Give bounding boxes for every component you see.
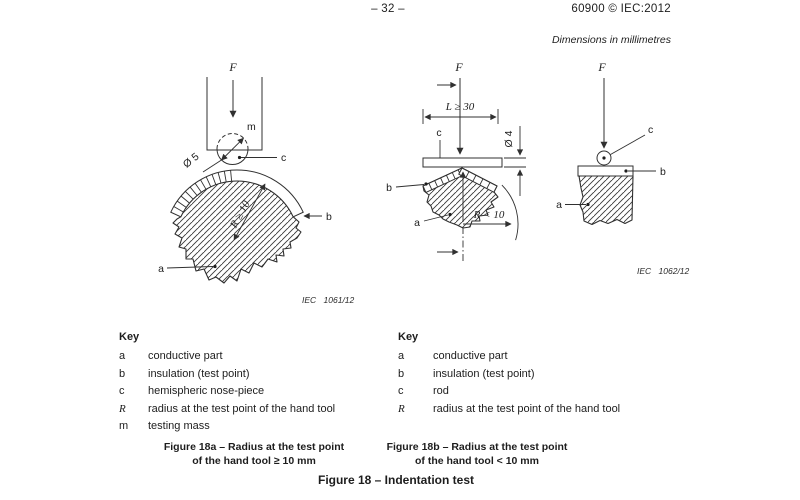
key-description: hemispheric nose-piece	[148, 385, 265, 398]
label-b: b	[386, 182, 392, 194]
key-description: insulation (test point)	[148, 367, 250, 380]
leader-dot-a	[448, 212, 452, 217]
length-label: L ≥ 30	[445, 101, 475, 113]
key-symbol: c	[398, 385, 404, 398]
leader-line-a	[166, 266, 214, 269]
key-symbol: b	[119, 367, 126, 380]
key-description: radius at the test point of the hand too…	[433, 402, 621, 415]
figure-18b-side-diagram: F c b a IEC 1062/12	[556, 60, 689, 276]
conductive-part-shape	[578, 175, 634, 226]
test-tool-tube	[206, 77, 263, 151]
force-label: F	[228, 60, 237, 74]
key-row: c hemispheric nose-piece	[119, 383, 335, 401]
caption-line-2: of the hand tool ≥ 10 mm	[192, 454, 316, 467]
caption-line-1: Figure 18b – Radius at the test point	[386, 441, 568, 453]
leader-dot-a	[213, 264, 217, 269]
key-title: Key	[398, 331, 419, 343]
nose-diameter-label: Ø 5	[181, 151, 202, 171]
key-description: radius at the test point of the hand too…	[148, 402, 336, 415]
leader-dot-c	[237, 155, 242, 160]
figure-credit: IEC 1061/12	[302, 295, 355, 305]
dimensions-note: Dimensions in millimetres	[551, 34, 671, 46]
radius-arc	[501, 184, 519, 241]
insulation-strip-right-hatch	[465, 171, 491, 189]
caption-line-1: Figure 18a – Radius at the test point	[163, 441, 345, 453]
key-symbol: a	[119, 350, 126, 362]
key-figure-18b: Key a conductive part b insulation (test…	[398, 331, 620, 418]
key-description: testing mass	[148, 420, 210, 433]
key-row: b insulation (test point)	[119, 366, 335, 384]
nose-piece-circle-hidden	[216, 133, 249, 150]
mass-label: m	[247, 121, 256, 133]
radius-label: R < 10	[473, 209, 505, 221]
key-description: conductive part	[433, 350, 508, 362]
label-a: a	[414, 217, 420, 229]
diameter-leader	[202, 159, 222, 173]
key-row: b insulation (test point)	[398, 366, 620, 384]
key-row: m testing mass	[119, 418, 335, 436]
insulation-strip-left-hatch	[428, 169, 462, 190]
label-c: c	[648, 124, 653, 136]
caption-line-2: of the hand tool < 10 mm	[415, 454, 539, 467]
rod-diameter-label: Ø 4	[503, 130, 515, 147]
key-description: insulation (test point)	[433, 367, 535, 380]
key-row: a conductive part	[398, 348, 620, 366]
key-symbol: a	[398, 350, 405, 362]
radius-arrow	[233, 183, 266, 241]
leader-line-b	[395, 184, 425, 188]
key-description: rod	[433, 385, 449, 398]
caption-figure-18b: Figure 18b – Radius at the test point of…	[337, 441, 617, 468]
key-title: Key	[119, 331, 140, 343]
label-c: c	[281, 152, 286, 164]
caption-figure-18a: Figure 18a – Radius at the test point of…	[114, 441, 394, 468]
force-label: F	[597, 60, 606, 74]
label-b: b	[660, 166, 666, 178]
key-row: a conductive part	[119, 348, 335, 366]
key-row: c rod	[398, 383, 620, 401]
label-a: a	[556, 199, 562, 211]
leader-dot-b	[424, 182, 428, 186]
rod-end-dot	[602, 156, 606, 160]
key-row: R radius at the test point of the hand t…	[119, 401, 335, 419]
key-symbol: m	[119, 420, 129, 433]
key-symbol: c	[119, 385, 125, 398]
label-c: c	[436, 127, 441, 139]
label-a: a	[158, 263, 164, 275]
key-description: conductive part	[148, 350, 223, 362]
leader-line-a	[423, 214, 449, 222]
force-label: F	[454, 60, 463, 74]
leader-dot-a	[586, 202, 590, 207]
rod-shape	[422, 157, 503, 168]
key-figure-18a: Key a conductive part b insulation (test…	[119, 331, 335, 436]
insulation-band-hatch	[173, 170, 233, 213]
figure-credit: IEC 1062/12	[637, 266, 690, 276]
leader-line-c	[610, 134, 646, 155]
key-symbol: R	[119, 402, 126, 415]
label-b: b	[326, 211, 332, 223]
document-reference: 60900 © IEC:2012	[571, 3, 671, 15]
leader-dot-b	[624, 169, 628, 173]
figure-18-caption: Figure 18 – Indentation test	[317, 473, 475, 487]
key-row: R radius at the test point of the hand t…	[398, 401, 620, 419]
nose-piece-circle	[216, 148, 249, 165]
figure-18a-diagram: F m Ø 5 c R ≥ 10 b a IEC 1061/12	[158, 60, 354, 305]
key-symbol: b	[398, 367, 405, 380]
diameter-arrow	[221, 137, 244, 161]
key-symbol: R	[398, 402, 405, 415]
page-number: – 32 –	[371, 3, 405, 15]
figure-18b-rod-diagram: F L ≥ 30 c Ø 4	[386, 60, 526, 262]
insulation-band	[170, 169, 304, 218]
